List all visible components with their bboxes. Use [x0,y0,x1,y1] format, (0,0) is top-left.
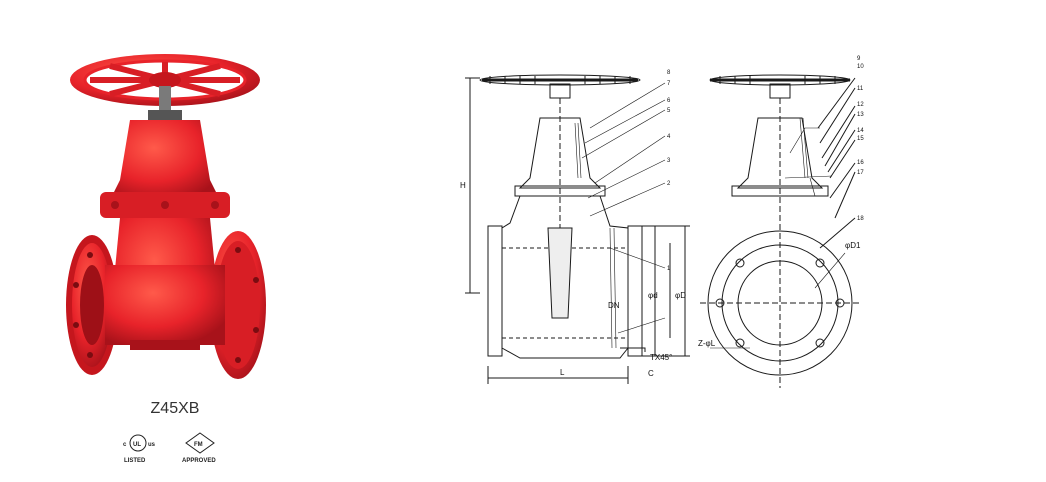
callout-12: 12 [857,102,864,108]
callout-18: 18 [857,216,864,222]
callout-10: 10 [857,64,864,70]
callout-labels: 8 7 6 5 4 3 2 1 9 10 11 12 13 14 15 16 1… [667,56,864,272]
callout-6: 6 [667,98,671,104]
callout-16: 16 [857,160,864,166]
dim-holes: Z-φL [698,339,716,348]
callout-9: 9 [857,56,861,62]
dim-bolt-circle: φD1 [845,241,861,250]
technical-drawing: 8 7 6 5 4 3 2 1 9 10 11 12 13 14 15 16 1… [460,56,864,388]
svg-text:APPROVED: APPROVED [182,458,216,464]
dim-clearance: C [648,369,654,378]
callout-1: 1 [667,266,671,272]
handwheel [70,54,260,106]
svg-text:us: us [148,442,156,448]
callout-11: 11 [857,86,864,92]
svg-text:c: c [123,442,127,448]
side-section-view [465,74,690,384]
end-section-view [700,74,860,388]
svg-text:LISTED: LISTED [124,458,146,464]
ul-listed-mark: c UL us LISTED [123,434,156,464]
callout-2: 2 [667,181,671,187]
callout-14: 14 [857,128,864,134]
callout-5: 5 [667,108,671,114]
model-label: Z45XB [150,400,200,417]
dimension-labels: H L DN φd φD φD1 Z-φL TX45° C [460,181,861,378]
bonnet [110,120,220,200]
dim-outer: φD [675,291,686,300]
dim-height: H [460,181,466,190]
callout-15: 15 [857,136,864,142]
dim-length: L [560,368,565,377]
callout-4: 4 [667,134,671,140]
stem [159,86,171,116]
fm-approved-mark: FM APPROVED [182,432,216,464]
valve-photo [66,54,266,379]
svg-text:UL: UL [133,442,141,448]
svg-text:FM: FM [194,442,203,448]
dim-nominal: DN [608,301,620,310]
callout-13: 13 [857,112,864,118]
callout-3: 3 [667,158,671,164]
callout-7: 7 [667,81,671,87]
certification-marks: c UL us LISTED FM APPROVED [123,432,216,464]
dim-bore: φd [648,291,658,300]
callout-17: 17 [857,170,864,176]
callout-8: 8 [667,70,671,76]
dim-flange: TX45° [650,353,672,362]
